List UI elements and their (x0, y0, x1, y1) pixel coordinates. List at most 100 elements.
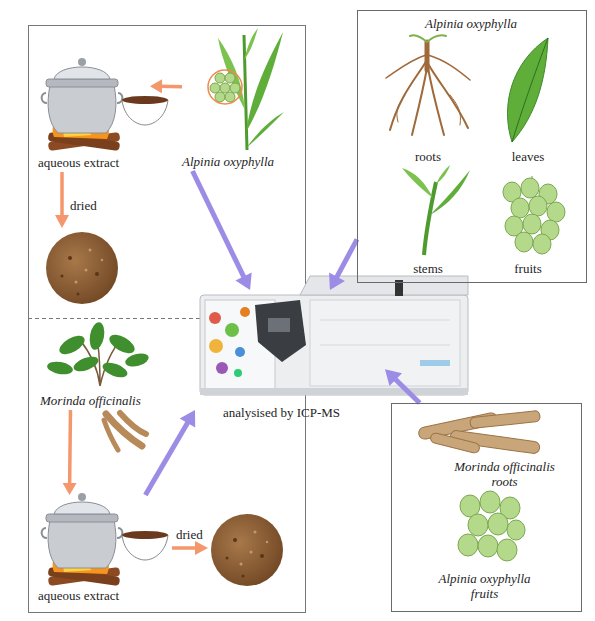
fruit-figure-part (515, 232, 533, 252)
extract-label: aqueous extract (38, 155, 119, 170)
arrow-line (160, 85, 182, 89)
arrow-head (195, 541, 208, 555)
panel-frame (29, 26, 306, 613)
alpinia-plant-part-part (225, 92, 235, 102)
icp-ms-instrument-part (235, 347, 245, 357)
alpinia-plant-part (210, 73, 240, 102)
arrow-head (150, 79, 162, 93)
roots-figure-part (428, 55, 470, 80)
alpinia-plant-part-part (220, 83, 230, 93)
roots-figure-part (386, 55, 426, 78)
fruit-figure-part (488, 513, 508, 535)
cooking-pot (42, 58, 168, 151)
step-label: dried (176, 527, 203, 542)
plant-name: Morinda officinalis (40, 393, 141, 408)
morinda-plant-part-part (120, 413, 146, 434)
morinda-roots-figure-part (470, 410, 541, 428)
part-label: roots (403, 149, 453, 164)
icp-ms-instrument-part (320, 320, 450, 321)
flow-arrow (63, 410, 77, 495)
icp-ms-instrument-part (200, 295, 468, 395)
flow-arrow (385, 369, 420, 403)
part-label: stems (403, 261, 453, 276)
alpinia-plant-part (246, 112, 284, 148)
alpinia-plant-part-part (215, 73, 225, 83)
morinda-plant-part-part (106, 331, 137, 357)
morinda-roots-figure (418, 410, 541, 454)
alpinia-plant-part-part (225, 73, 235, 83)
alpinia-plant-part-part (210, 83, 220, 93)
icp-ms-instrument-part (420, 360, 450, 366)
icp-ms-instrument-part (200, 388, 468, 395)
fruit-figure-part (497, 539, 517, 561)
icp-ms-instrument-part (209, 312, 221, 324)
fruit-figure-part (480, 491, 500, 513)
morinda-plant-part-part (101, 360, 130, 380)
icp-ms-instrument-part (268, 318, 290, 332)
instrument-node: analysised by ICP-MS (195, 290, 385, 422)
alpinia-plant (208, 28, 284, 150)
plant-node: Alpinia oxyphylla (182, 28, 287, 171)
plant-name: Alpinia oxyphylla (182, 154, 274, 169)
part-label: leaves (503, 149, 553, 164)
icp-ms-instrument-part (255, 300, 306, 362)
stem-figure (402, 165, 470, 255)
arrow-line (336, 239, 357, 279)
fruit-figure-part (478, 535, 498, 557)
alpinia-plant-part-part (215, 92, 225, 102)
icp-ms-instrument-part (320, 345, 450, 346)
morinda-roots-figure-part (430, 432, 481, 454)
flow-arrow (145, 410, 195, 495)
arrow-head (180, 410, 196, 427)
roots-figure-part (410, 35, 446, 42)
icp-ms-instrument-part (209, 339, 223, 353)
arrow-line (193, 171, 245, 279)
morinda-plant (46, 321, 150, 450)
plant-node: Morinda officinalis (38, 325, 150, 410)
icp-ms-instrument-part (225, 323, 239, 337)
fruit-figure-part (547, 202, 565, 222)
fruit-figure-part (468, 514, 488, 536)
extract-label: aqueous extract (38, 588, 119, 603)
arrow-head (385, 369, 402, 386)
fruit-figure-part (523, 214, 541, 234)
sample-label: Alpinia oxyphylla fruits (432, 571, 537, 601)
cooking-pot (42, 493, 168, 586)
flow-arrow (329, 239, 357, 290)
arrow-head (235, 273, 251, 290)
roots-figure-part (412, 68, 427, 135)
instrument-label: analysised by ICP-MS (223, 405, 340, 420)
morinda-plant-part-part (124, 351, 150, 369)
extract-node: aqueous extract (35, 42, 150, 172)
panel-box: Alpinia oxyphylla roots leaves stems fruits (357, 10, 587, 283)
morinda-plant-part-part (56, 332, 87, 358)
leaf-figure (508, 38, 549, 142)
stem-figure-part (430, 170, 470, 215)
alpinia-plant-part (244, 28, 258, 60)
part-label: fruits (503, 261, 553, 276)
arrow-head (63, 483, 77, 495)
dried-powder (211, 514, 283, 586)
fruit-figure-part (507, 520, 525, 540)
fruit-figure-part (521, 178, 539, 198)
flow-arrow (150, 79, 182, 93)
leaf-figure-part (512, 38, 548, 142)
sample-label: Morinda officinalis roots (452, 459, 557, 489)
panel-box: Morinda officinalis rootsAlpinia oxyphyl… (391, 403, 582, 612)
morinda-plant-part-part (104, 420, 118, 450)
stem-figure-part (402, 168, 433, 198)
dried-powder (46, 232, 118, 304)
roots-figure-part (397, 95, 405, 122)
arrow-head (329, 273, 345, 290)
flow-line (172, 546, 196, 550)
panel-heading: Alpinia oxyphylla (358, 16, 584, 31)
icp-ms-instrument-part (300, 276, 468, 295)
roots-figure-part (450, 95, 461, 125)
flow-arrow (193, 171, 252, 290)
icp-ms-instrument-part (216, 362, 228, 374)
fruit-figure-part (458, 534, 478, 556)
leaf-figure-part (508, 38, 549, 142)
